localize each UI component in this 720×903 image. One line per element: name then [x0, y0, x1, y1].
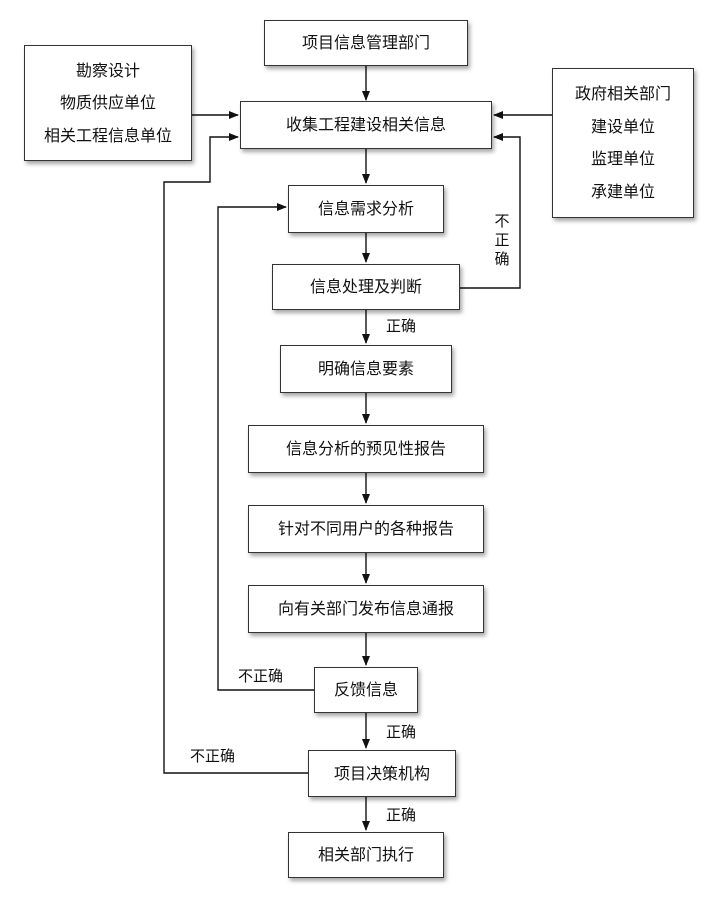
- source-government: 政府相关部门: [574, 83, 671, 103]
- arrow-feedback-incorrect-loop: [217, 203, 314, 691]
- info-processing-label: 信息处理及判断: [309, 277, 422, 296]
- arrow-decision-incorrect-loop: [163, 133, 308, 774]
- source-survey-design: 勘察设计: [75, 60, 140, 80]
- incorrect-label-feedback: 不正确: [238, 667, 284, 685]
- execute-label: 相关部门执行: [317, 845, 414, 864]
- source-supervision-unit: 监理单位: [590, 149, 655, 169]
- correct-label-feedback: 正确: [386, 723, 417, 741]
- collect-info-box: 收集工程建设相关信息: [240, 101, 492, 149]
- decision-body-box: 项目决策机构: [308, 750, 456, 797]
- publish-notice-label: 向有关部门发布信息通报: [277, 599, 454, 618]
- info-elements-box: 明确信息要素: [280, 345, 452, 393]
- execute-box: 相关部门执行: [288, 832, 444, 878]
- project-info-management-label: 项目信息管理部门: [301, 33, 430, 52]
- info-elements-label: 明确信息要素: [317, 359, 414, 378]
- info-processing-box: 信息处理及判断: [272, 264, 460, 310]
- collect-info-label: 收集工程建设相关信息: [285, 115, 446, 134]
- source-contractor: 承建单位: [590, 182, 655, 202]
- correct-label-process: 正确: [386, 317, 417, 335]
- info-demand-analysis-label: 信息需求分析: [317, 199, 414, 218]
- incorrect-label-decision: 不正确: [190, 747, 236, 765]
- source-material-supply: 物质供应单位: [59, 93, 156, 112]
- source-related-project-info: 相关工程信息单位: [43, 125, 172, 145]
- left-sources-box: 勘察设计 物质供应单位 相关工程信息单位: [24, 45, 192, 161]
- arrow-process-incorrect-loop: [460, 133, 521, 289]
- user-reports-label: 针对不同用户的各种报告: [277, 519, 454, 538]
- source-construction-unit: 建设单位: [590, 116, 655, 136]
- info-demand-analysis-box: 信息需求分析: [288, 185, 444, 233]
- forecast-report-box: 信息分析的预见性报告: [248, 425, 484, 473]
- project-info-management-box: 项目信息管理部门: [264, 20, 468, 66]
- incorrect-label-process: 不 正 确: [494, 212, 510, 268]
- correct-label-decision: 正确: [386, 806, 417, 824]
- user-reports-box: 针对不同用户的各种报告: [248, 505, 484, 553]
- feedback-box: 反馈信息: [314, 667, 418, 713]
- right-sources-box: 政府相关部门 建设单位 监理单位 承建单位: [552, 68, 694, 218]
- publish-notice-box: 向有关部门发布信息通报: [248, 585, 484, 633]
- feedback-label: 反馈信息: [333, 680, 398, 699]
- forecast-report-label: 信息分析的预见性报告: [285, 439, 446, 458]
- decision-body-label: 项目决策机构: [333, 763, 430, 783]
